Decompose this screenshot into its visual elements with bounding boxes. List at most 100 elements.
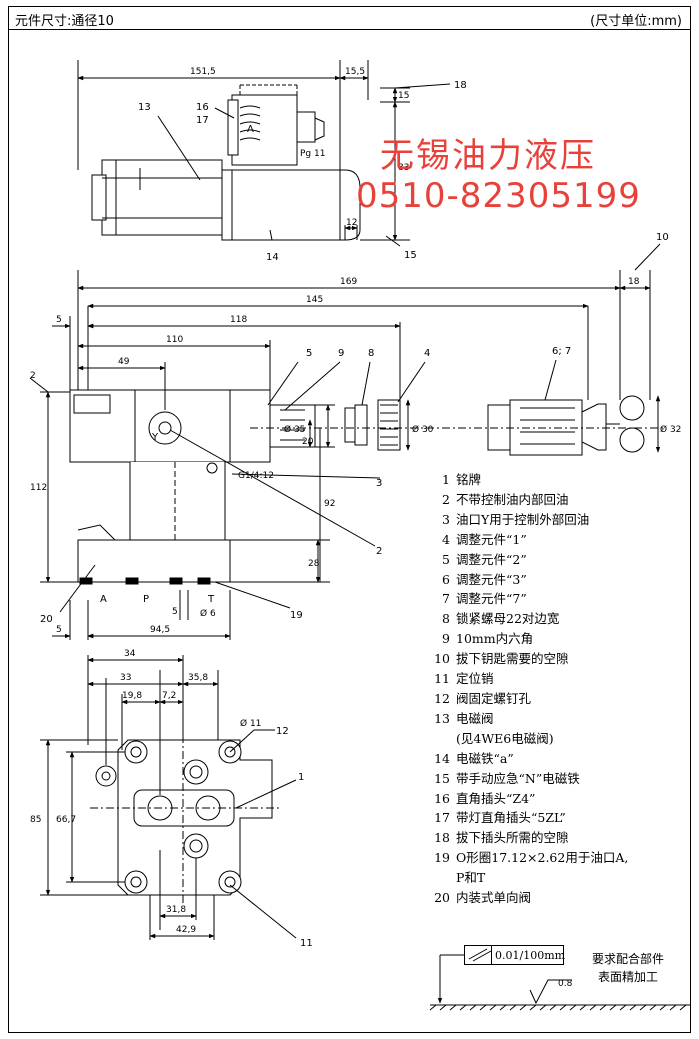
watermark-company: 无锡油力液压	[380, 136, 596, 176]
coil-a-label: A	[247, 124, 254, 135]
legend-text: 不带控制油内部回油	[456, 491, 569, 507]
dim-66-7: 66,7	[56, 815, 76, 825]
port-t-label: T	[207, 594, 215, 605]
legend-text: 阀固定螺钉孔	[456, 690, 532, 706]
callout-13: 13	[138, 102, 151, 113]
dim-7-2: 7,2	[162, 691, 176, 701]
callout-18: 18	[454, 80, 467, 91]
dimension-texts: 151,5 15,5 15 83 12 169 18 145 118 5 110…	[30, 67, 681, 935]
top-dimensions	[77, 60, 451, 241]
callout-4: 4	[424, 348, 430, 359]
legend-text: 锁紧螺母22对边宽	[456, 611, 560, 627]
dim-28: 28	[308, 559, 320, 569]
watermark-phone: 0510-82305199	[356, 176, 641, 216]
dim-15: 15	[398, 91, 409, 101]
legend-number: 2	[442, 491, 450, 507]
legend-text: 调整元件“2”	[456, 551, 527, 567]
legend-text: 带手动应急“N”电磁铁	[456, 770, 580, 786]
legend-text: 定位销	[456, 671, 494, 687]
dim-49: 49	[118, 357, 130, 367]
legend-number: 17	[434, 810, 450, 826]
legend-item: 15 带手动应急“N”电磁铁	[432, 769, 682, 789]
legend-number: 4	[442, 531, 450, 547]
legend-text: 电磁铁“a”	[456, 750, 514, 766]
legend-item: P和T	[432, 868, 682, 888]
legend-item: 17 带灯直角插头“5ZL”	[432, 808, 682, 828]
dim-169: 169	[340, 277, 357, 287]
callout-2: 2	[376, 546, 382, 557]
callout-texts: Pg 11 G1/4:12 A P T Y A 3 2 4 5 6; 7 8 9…	[40, 80, 669, 989]
legend-text: 油口Y用于控制外部回油	[456, 511, 590, 527]
mounting-face-view	[90, 735, 280, 905]
dim-83: 83	[398, 163, 409, 173]
dim-35-8: 35,8	[188, 673, 208, 683]
legend-text: 调整元件“1”	[456, 531, 527, 547]
dim-2: 2	[30, 371, 36, 381]
legend-item: (见4WE6电磁阀)	[432, 729, 682, 749]
dim-20: 20	[302, 437, 314, 447]
legend-text: 直角插头“Z4”	[456, 790, 536, 806]
callout-17: 17	[196, 115, 209, 126]
dim-dia-11: Ø 11	[240, 718, 261, 729]
callout-leaders	[59, 107, 661, 939]
dim-112: 112	[30, 483, 47, 493]
legend-number: 6	[442, 571, 450, 587]
dim-dia-6: Ø 6	[200, 608, 216, 619]
dim-15-5: 15,5	[345, 67, 365, 77]
surface-requirement: 要求配合部件 表面精加工	[592, 950, 664, 986]
dim-145: 145	[306, 295, 323, 305]
unit-note: (尺寸单位:mm)	[590, 14, 682, 29]
legend-text: 电磁阀	[456, 710, 494, 726]
legend-text: P和T	[456, 870, 486, 886]
legend-text: 10mm内六角	[456, 631, 534, 647]
callout-9: 9	[338, 348, 344, 359]
callout-3: 3	[376, 478, 382, 489]
legend-text: 调整元件“3”	[456, 571, 527, 587]
dim-12: 12	[346, 218, 357, 228]
legend-text: 调整元件“7”	[456, 591, 527, 607]
callout-16: 16	[196, 102, 209, 113]
dim-85: 85	[30, 815, 41, 825]
dim-110: 110	[166, 335, 183, 345]
legend-text: 带灯直角插头“5ZL”	[456, 810, 566, 826]
legend-text: (见4WE6电磁阀)	[456, 730, 554, 746]
legend-item: 6 调整元件“3”	[432, 570, 682, 590]
legend-number: 15	[434, 770, 450, 786]
dim-118: 118	[230, 315, 247, 325]
legend-number: 19	[434, 850, 450, 866]
dim-33: 33	[120, 673, 131, 683]
dim-dia-35: Ø 35	[284, 424, 305, 435]
requirement-line-1: 要求配合部件	[592, 952, 665, 966]
legend-number: 8	[442, 611, 450, 627]
legend-number: 14	[434, 750, 450, 766]
valve-elevation-view	[69, 389, 665, 585]
flatness-tolerance-frame: 0.01/100mm	[464, 945, 565, 965]
legend-number: 11	[434, 671, 450, 687]
label-thread: G1/4:12	[238, 471, 274, 481]
legend-number: 16	[434, 790, 450, 806]
callout-20: 20	[40, 614, 53, 625]
legend-item: 2 不带控制油内部回油	[432, 490, 682, 510]
dim-92: 92	[324, 499, 335, 509]
legend-number: 10	[434, 651, 450, 667]
legend-item: 4 调整元件“1”	[432, 530, 682, 550]
bottom-dimensions	[40, 655, 275, 940]
requirement-line-2: 表面精加工	[598, 970, 659, 984]
port-y-label: Y	[151, 432, 159, 443]
callout-15: 15	[404, 250, 417, 261]
label-pg11: Pg 11	[300, 149, 325, 159]
callout-19: 19	[290, 610, 303, 621]
callout-12: 12	[276, 726, 289, 737]
dim-5-small: 5	[172, 607, 178, 617]
callout-11: 11	[300, 938, 313, 949]
dim-34: 34	[124, 649, 136, 659]
datum-and-roughness	[429, 948, 690, 1011]
